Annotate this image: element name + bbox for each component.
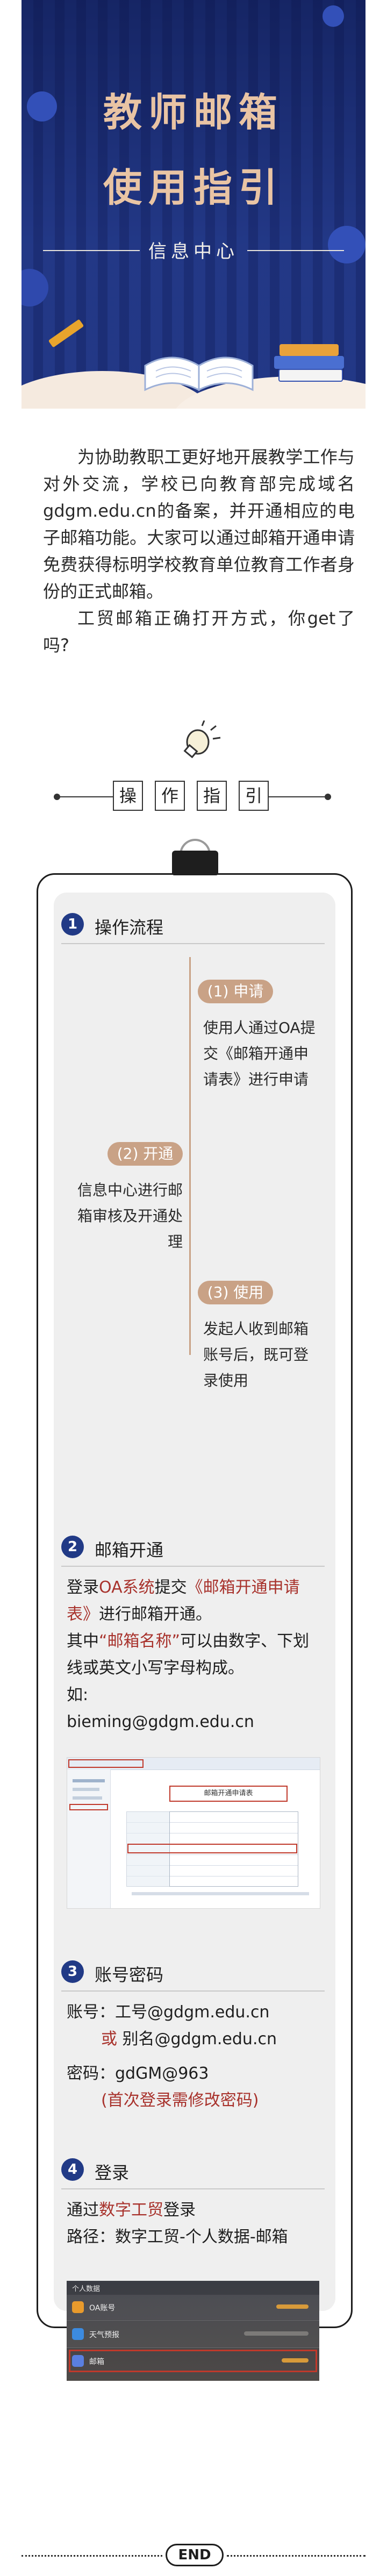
section-number: 1	[61, 913, 84, 936]
screenshot-form-title: 邮箱开通申请表	[169, 1786, 288, 1802]
timeline-line	[189, 957, 191, 1355]
hero-divider-left	[43, 250, 140, 251]
hero-title-line1: 教师邮箱	[103, 90, 284, 135]
guide-char-box: 指	[197, 781, 227, 811]
lightbulb-icon	[183, 720, 221, 759]
hero-divider-right	[247, 250, 344, 251]
login-info: 通过数字工贸登录 路径：数字工贸-个人数据-邮箱	[67, 2201, 288, 2246]
header-line	[57, 796, 113, 797]
guide-char-box: 操	[113, 781, 143, 811]
screenshot-row-label: 天气预报	[89, 2331, 119, 2339]
intro-paragraph: 工贸邮箱正确打开方式，你get了吗?	[43, 608, 355, 655]
section-number: 3	[61, 1960, 84, 1983]
intro-paragraph: 为协助教职工更好地开展教学工作与对外交流，学校已向教育部完成域名gdgm.edu…	[43, 447, 355, 602]
guide-card-inner	[54, 893, 335, 2311]
screenshot-row-value	[282, 2358, 309, 2363]
hero-subtitle: 信息中心	[148, 241, 239, 262]
intro-text: 为协助教职工更好地开展教学工作与对外交流，学校已向教育部完成域名gdgm.edu…	[43, 444, 355, 659]
password-value: gdGM@963	[115, 2064, 209, 2083]
screenshot-highlight	[68, 1759, 144, 1768]
section-rule	[61, 2188, 325, 2189]
screenshot-highlight	[69, 2350, 317, 2372]
screenshot-form-labels	[126, 1811, 170, 1887]
guide-char-box: 引	[239, 781, 269, 811]
guide-char-box: 作	[155, 781, 185, 811]
app-icon	[72, 2301, 84, 2313]
hero-title-line2: 使用指引	[103, 165, 284, 210]
section-title: 账号密码	[95, 1965, 164, 1985]
app-icon	[72, 2328, 84, 2340]
step-label: (1) 申请	[198, 980, 273, 1003]
open-book-icon	[144, 356, 254, 391]
screenshot-row-value	[244, 2331, 309, 2336]
password-note: (首次登录需修改密码)	[101, 2091, 259, 2110]
oa-form-screenshot: 邮箱开通申请表	[67, 1757, 320, 1909]
screenshot-sidebar	[67, 1769, 111, 1908]
screenshot-highlight	[127, 1844, 297, 1853]
email-example: bieming@gdgm.edu.cn	[67, 1712, 254, 1731]
section-title: 登录	[95, 2163, 130, 2183]
binder-clip-icon	[172, 851, 218, 875]
hero-shade	[22, 0, 366, 409]
header-dot	[325, 794, 331, 800]
decor-circle	[328, 226, 366, 263]
decor-circle	[322, 5, 344, 27]
step-label: (3) 使用	[198, 1281, 273, 1304]
screenshot-row-label: OA账号	[89, 2304, 116, 2313]
header-line	[269, 796, 325, 797]
app-screenshot: 个人数据 OA账号 天气预报 邮箱	[67, 2281, 319, 2381]
hero-banner: 教师邮箱 使用指引 信息中心	[22, 0, 366, 409]
screenshot-highlight	[69, 1804, 108, 1810]
screenshot-item	[73, 1779, 105, 1782]
section-rule	[61, 943, 325, 944]
section-title: 操作流程	[95, 917, 164, 938]
step-text: 信息中心进行邮箱审核及开通处理	[77, 1181, 183, 1251]
decor-circle	[27, 91, 57, 122]
step-text: 发起人收到邮箱账号后，既可登录使用	[203, 1320, 309, 1389]
step-label: (2) 开通	[108, 1142, 183, 1166]
screenshot-item	[132, 1892, 309, 1895]
book-stack-icon	[278, 369, 343, 382]
end-marker: END	[166, 2544, 224, 2566]
screenshot-item	[73, 1788, 99, 1791]
end-divider	[227, 2555, 366, 2557]
account-info: 账号：工号@gdgm.edu.cn 或 别名@gdgm.edu.cn 密码：gd…	[67, 2003, 277, 2110]
book-stack-icon	[274, 356, 344, 369]
screenshot-item	[73, 1796, 102, 1800]
screenshot-row-value	[276, 2304, 309, 2309]
section-rule	[61, 1990, 325, 1992]
section-number: 2	[61, 1536, 84, 1558]
end-divider	[22, 2555, 162, 2557]
screenshot-header: 个人数据	[72, 2285, 101, 2293]
book-stack-icon	[280, 344, 339, 356]
section-rule	[61, 1566, 325, 1567]
section-number: 4	[61, 2158, 84, 2181]
section-text: 登录OA系统提交《邮箱开通申请表》进行邮箱开通。其中“邮箱名称”可以由数字、下划…	[67, 1578, 310, 1731]
section-title: 邮箱开通	[95, 1540, 164, 1560]
screenshot-row-label: 邮箱	[89, 2358, 104, 2366]
step-text: 使用人通过OA提交《邮箱开通申请表》进行申请	[203, 1019, 316, 1088]
app-icon	[72, 2355, 84, 2367]
